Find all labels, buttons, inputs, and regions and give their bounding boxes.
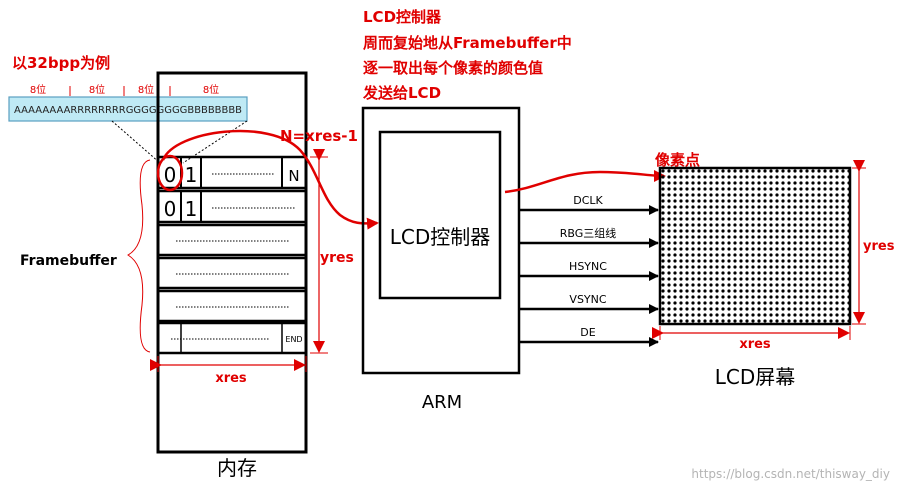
pixel-point-label: 像素点 bbox=[655, 151, 700, 169]
signal-vsync: VSYNC bbox=[569, 293, 606, 306]
screen-xres-label: xres bbox=[739, 337, 771, 352]
memory-caption: 内存 bbox=[217, 456, 257, 480]
watermark: https://blog.csdn.net/thisway_diy bbox=[691, 467, 890, 481]
framebuffer-row-end bbox=[156, 321, 308, 355]
send-pixel-arrow bbox=[504, 169, 666, 194]
end-label: END bbox=[285, 335, 302, 344]
arm-block bbox=[361, 106, 521, 375]
row1-cell-1: 1 bbox=[185, 163, 198, 187]
pixel-format-title: 以32bpp为例 bbox=[12, 54, 110, 72]
bit-label-r: 8位 bbox=[89, 83, 105, 96]
signal-hsync: HSYNC bbox=[569, 260, 607, 273]
signal-lines: DCLK RBG三组线 HSYNC VSYNC DE bbox=[519, 194, 659, 347]
note-line-4: 发送给LCD bbox=[362, 84, 441, 102]
framebuffer-row-5 bbox=[156, 289, 308, 323]
bit-segment-labels: 8位 8位 8位 8位 bbox=[30, 83, 219, 96]
fetch-arrow bbox=[161, 129, 379, 230]
row2-cell-1: 1 bbox=[185, 197, 198, 221]
note-line-1: LCD控制器 bbox=[363, 8, 442, 26]
note-line-3: 逐一取出每个像素的颜色值 bbox=[363, 59, 543, 77]
row2-cell-0: 0 bbox=[164, 197, 177, 221]
lcd-controller-note: LCD控制器 周而复始地从Framebuffer中 逐一取出每个像素的颜色值 发… bbox=[362, 8, 572, 102]
pixel-bit-bar-text: AAAAAAAARRRRRRRRGGGGGGGGBBBBBBBB bbox=[14, 105, 242, 116]
lcd-screen-caption: LCD屏幕 bbox=[715, 365, 796, 389]
arm-caption: ARM bbox=[422, 392, 462, 413]
signal-rgb: RBG三组线 bbox=[560, 226, 617, 240]
lcd-screen bbox=[658, 166, 852, 326]
signal-de: DE bbox=[580, 326, 595, 339]
row1-cell-n: N bbox=[288, 167, 299, 185]
lcd-controller-box bbox=[378, 130, 502, 300]
pixel-bit-bar bbox=[8, 96, 248, 122]
framebuffer-row-4 bbox=[156, 256, 308, 290]
framebuffer-row-3 bbox=[156, 223, 308, 257]
lcd-controller-label: LCD控制器 bbox=[390, 225, 491, 249]
row1-cell-0: 0 bbox=[164, 163, 177, 187]
n-xres-label: N=xres-1 bbox=[280, 127, 358, 145]
first-pixel-highlight bbox=[156, 154, 184, 192]
framebuffer-row-2 bbox=[156, 189, 308, 224]
memory-yres-label: yres bbox=[320, 250, 354, 266]
bit-label-a: 8位 bbox=[30, 83, 46, 96]
signal-dclk: DCLK bbox=[573, 194, 603, 207]
note-line-2: 周而复始地从Framebuffer中 bbox=[363, 34, 572, 52]
framebuffer-brace bbox=[127, 159, 151, 353]
memory-xres-label: xres bbox=[215, 371, 247, 386]
screen-yres-label: yres bbox=[863, 239, 895, 254]
bit-label-g: 8位 bbox=[138, 83, 154, 96]
framebuffer-label: Framebuffer bbox=[20, 253, 117, 269]
bit-label-b: 8位 bbox=[203, 83, 219, 96]
